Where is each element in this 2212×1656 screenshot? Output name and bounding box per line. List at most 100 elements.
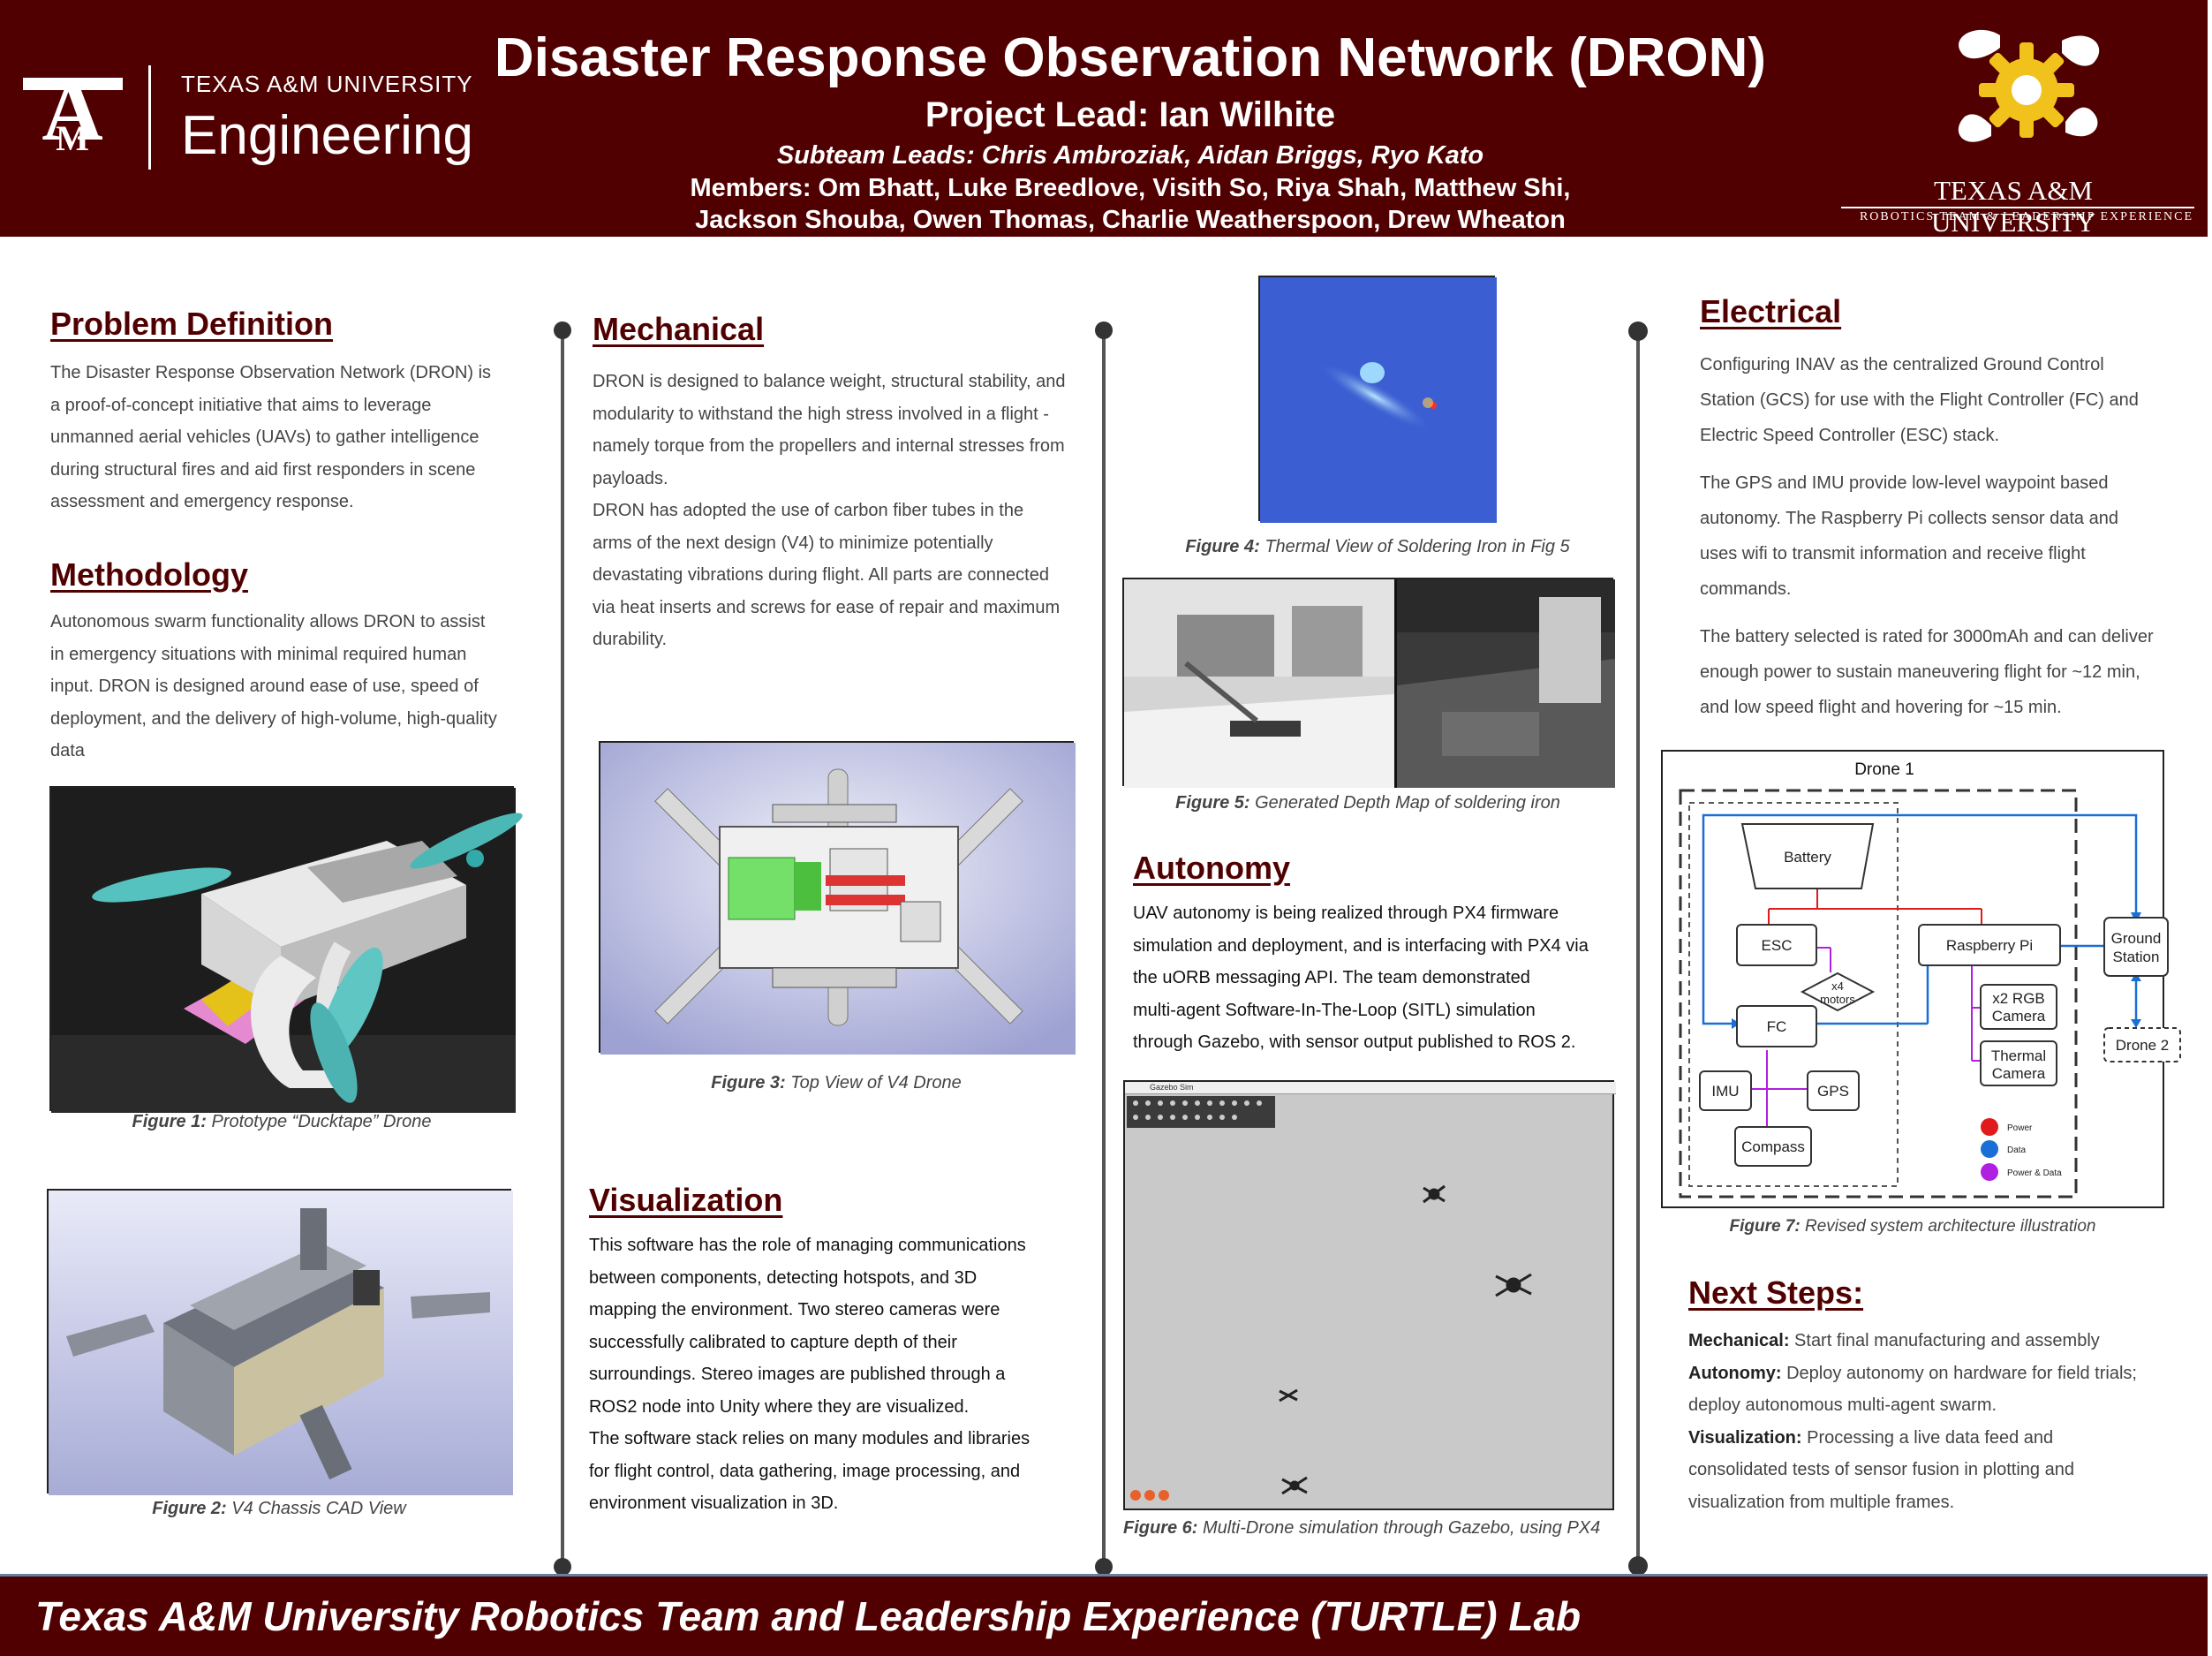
turtle-gear-logo bbox=[1958, 29, 2100, 142]
diagram-title: Drone 1 bbox=[1854, 760, 1914, 779]
text-line: namely torque from the propellers and in… bbox=[593, 436, 1065, 456]
battery-label: Battery bbox=[1784, 849, 1831, 866]
figure-7-caption: Figure 7: Revised system architecture il… bbox=[1661, 1217, 2164, 1236]
figure-3-topview bbox=[599, 741, 1076, 1055]
caption-text: Top View of V4 Drone bbox=[785, 1073, 962, 1093]
turtle-rule bbox=[1841, 207, 2194, 208]
prototype-drone-illustration bbox=[51, 788, 523, 1113]
text-line: during structural fires and aid first re… bbox=[50, 459, 476, 480]
caption-label: Figure 4: bbox=[1185, 537, 1260, 556]
battery-node bbox=[1740, 823, 1875, 889]
next-steps-text: Start final manufacturing and assembly bbox=[1789, 1331, 2100, 1350]
caption-label: Figure 2: bbox=[152, 1499, 227, 1518]
engineering-wordmark: Engineering bbox=[181, 105, 473, 166]
legend-power-swatch bbox=[1981, 1118, 1998, 1136]
text-line: via heat inserts and screws for ease of … bbox=[593, 597, 1061, 617]
text-line: for flight control, data gathering, imag… bbox=[589, 1461, 1021, 1481]
text-line: unmanned aerial vehicles (UAVs) to gathe… bbox=[50, 427, 479, 447]
electrical-body: Configuring INAV as the centralized Grou… bbox=[1700, 347, 2194, 725]
text-line: UAV autonomy is being realized through P… bbox=[1133, 904, 1559, 923]
next-steps-text: deploy autonomous multi-agent swarm. bbox=[1688, 1395, 1997, 1415]
motors-label: motors bbox=[1820, 993, 1855, 1006]
esc-label: ESC bbox=[1762, 937, 1793, 954]
text-line: devastating vibrations during flight. Al… bbox=[593, 565, 1049, 585]
poster-title: Disaster Response Observation Network (D… bbox=[494, 27, 1767, 88]
next-steps-label: Autonomy: bbox=[1688, 1363, 1782, 1383]
svg-text:M: M bbox=[56, 118, 89, 158]
caption-label: Figure 3: bbox=[711, 1073, 786, 1093]
caption-label: Figure 5: bbox=[1175, 793, 1250, 813]
turtle-university: TEXAS A&M UNIVERSITY bbox=[1931, 175, 2095, 238]
depth-map-illustration bbox=[1124, 579, 1615, 788]
ground-station-node bbox=[2103, 917, 2169, 977]
motors-label: x4 bbox=[1831, 979, 1844, 993]
column-divider-1 bbox=[561, 332, 564, 1567]
drone-2-node bbox=[2103, 1027, 2181, 1062]
gps-node bbox=[1807, 1070, 1860, 1111]
power-lines bbox=[1768, 888, 1982, 925]
gazebo-toolbar[interactable] bbox=[1127, 1096, 1275, 1128]
methodology-heading: Methodology bbox=[50, 556, 248, 593]
logo-divider bbox=[148, 65, 151, 170]
text-line: ROS2 node into Unity where they are visu… bbox=[589, 1396, 970, 1417]
text-line: data bbox=[50, 741, 85, 760]
esc-node bbox=[1736, 924, 1817, 966]
gazebo-scene bbox=[1130, 1100, 1532, 1501]
figure-3-caption: Figure 3: Top View of V4 Drone bbox=[599, 1073, 1074, 1093]
text-line: payloads. bbox=[593, 468, 668, 488]
project-lead: Project Lead: Ian Wilhite bbox=[925, 95, 1336, 134]
text-line: through Gazebo, with sensor output publi… bbox=[1133, 1032, 1576, 1052]
fc-label: FC bbox=[1767, 1018, 1787, 1035]
text-line: The GPS and IMU provide low-level waypoi… bbox=[1700, 473, 2109, 493]
next-steps-text: consolidated tests of sensor fusion in p… bbox=[1688, 1460, 2074, 1479]
drone-1-boundary bbox=[1679, 789, 2078, 1199]
engineering-university: TEXAS A&M UNIVERSITY bbox=[181, 71, 473, 97]
ground-station-label: Ground bbox=[2111, 930, 2162, 947]
fc-node bbox=[1736, 1005, 1817, 1047]
legend-data-label: Data bbox=[2007, 1146, 2027, 1155]
text-line: and low speed flight and hovering for ~1… bbox=[1700, 698, 2062, 717]
caption-label: Figure 6: bbox=[1123, 1518, 1198, 1538]
drone-2-label: Drone 2 bbox=[2116, 1037, 2169, 1054]
column-divider-3 bbox=[1636, 332, 1640, 1567]
text-line: commands. bbox=[1700, 579, 1792, 599]
next-steps-body: Mechanical: Start final manufacturing an… bbox=[1688, 1325, 2192, 1518]
text-line: surroundings. Stereo images are publishe… bbox=[589, 1365, 1006, 1384]
poster-footer: Texas A&M University Robotics Team and L… bbox=[0, 1574, 2208, 1656]
next-steps-text: Deploy autonomy on hardware for field tr… bbox=[1781, 1363, 2137, 1383]
text-line: a proof-of-concept initiative that aims … bbox=[50, 395, 432, 415]
text-line: deployment, and the delivery of high-vol… bbox=[50, 708, 497, 729]
legend-power-data-swatch bbox=[1981, 1163, 1998, 1181]
text-line: multi-agent Software-In-The-Loop (SITL) … bbox=[1133, 1000, 1536, 1020]
next-steps-heading: Next Steps: bbox=[1688, 1274, 1864, 1311]
legend-power-data-label: Power & Data bbox=[2007, 1168, 2062, 1178]
divider-dot bbox=[1628, 321, 1648, 341]
caption-text: Multi-Drone simulation through Gazebo, u… bbox=[1197, 1518, 1601, 1538]
problem-body: The Disaster Response Observation Networ… bbox=[50, 357, 545, 518]
imu-node bbox=[1699, 1070, 1752, 1111]
visualization-body: This software has the role of managing c… bbox=[589, 1229, 1083, 1520]
thermal-camera-label: Thermal bbox=[1991, 1047, 2046, 1064]
text-line: autonomy. The Raspberry Pi collects sens… bbox=[1700, 509, 2118, 528]
text-line: Autonomous swarm functionality allows DR… bbox=[50, 612, 486, 631]
legend-data-swatch bbox=[1981, 1140, 1998, 1158]
raspberry-pi-node bbox=[1918, 924, 2061, 966]
caption-text: V4 Chassis CAD View bbox=[226, 1499, 406, 1518]
tamu-logo: A M bbox=[23, 64, 123, 158]
mechanical-heading: Mechanical bbox=[593, 311, 765, 347]
figure-7-diagram: Drone 1 bbox=[1661, 750, 2181, 1208]
text-line: This software has the role of managing c… bbox=[589, 1236, 1026, 1255]
raspberry-pi-label: Raspberry Pi bbox=[1946, 937, 2033, 954]
text-line: The Disaster Response Observation Networ… bbox=[50, 363, 492, 382]
next-steps-label: Visualization: bbox=[1688, 1427, 1802, 1448]
text-line: The software stack relies on many module… bbox=[589, 1429, 1031, 1448]
top-view-drone-illustration bbox=[600, 743, 1076, 1055]
rgb-camera-label: Camera bbox=[1992, 1008, 2046, 1025]
caption-text: Thermal View of Soldering Iron in Fig 5 bbox=[1259, 537, 1570, 556]
text-line: simulation and deployment, and is interf… bbox=[1133, 935, 1589, 956]
figure-2-cad bbox=[47, 1189, 513, 1495]
text-line: Electric Speed Controller (ESC) stack. bbox=[1700, 426, 2000, 445]
text-line: The battery selected is rated for 3000mA… bbox=[1700, 627, 2154, 647]
text-line: enough power to sustain maneuvering flig… bbox=[1700, 662, 2140, 682]
footer-text: Texas A&M University Robotics Team and L… bbox=[35, 1593, 1582, 1639]
